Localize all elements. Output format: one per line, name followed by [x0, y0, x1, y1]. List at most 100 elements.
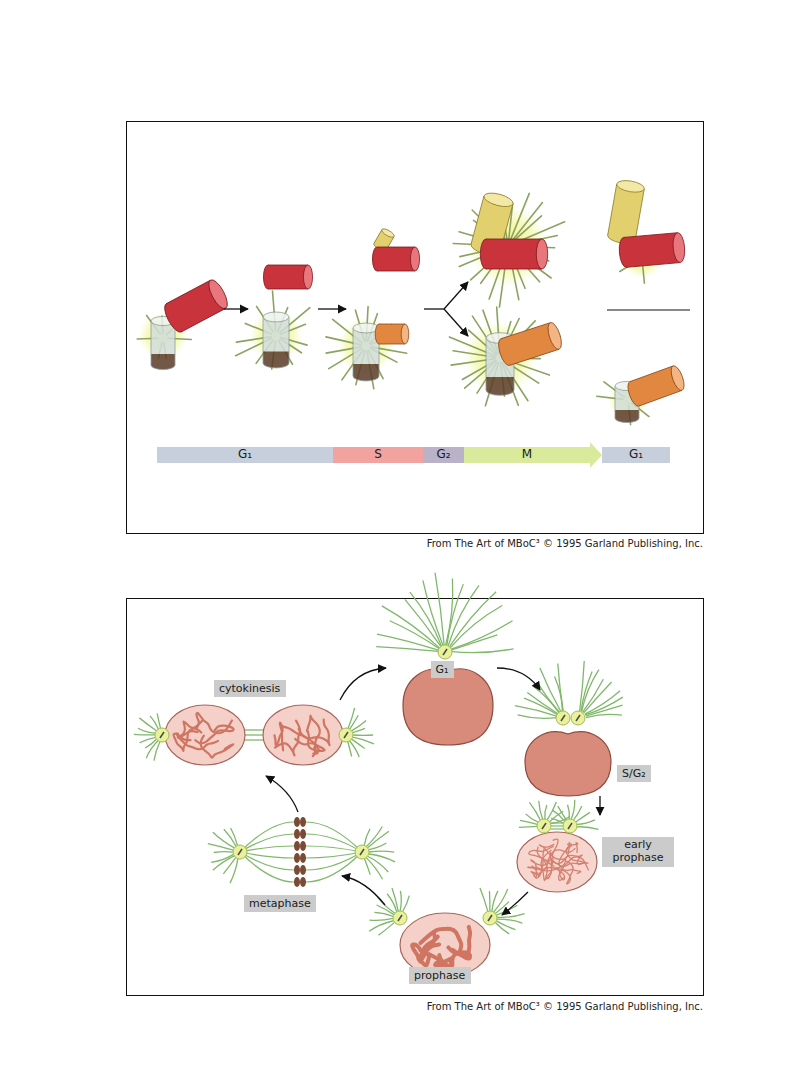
illustration-part: [536, 239, 547, 269]
illustration-part: [518, 715, 557, 719]
stage-label: early prophase: [602, 837, 674, 867]
illustration-part: [379, 344, 405, 345]
illustration-part: [545, 805, 547, 819]
stage-name: prophase: [414, 970, 465, 983]
illustration-part: [410, 592, 442, 646]
stage-name: early prophase: [607, 839, 669, 864]
illustration-part: [563, 819, 577, 833]
illustration-part: [224, 829, 236, 846]
illustration-part: [526, 814, 538, 822]
illustration-part: [630, 366, 673, 382]
illustration-part: [624, 233, 680, 268]
illustration-part: [576, 715, 580, 721]
phase-band: G₁: [157, 447, 333, 463]
illustration-part: [377, 271, 415, 272]
illustration-part: [435, 955, 451, 967]
illustration-part: [435, 573, 444, 645]
illustration-part: [608, 184, 645, 240]
microtubule: [510, 193, 529, 241]
stage-name: cytokinesis: [219, 683, 280, 696]
illustration-part: [495, 922, 509, 933]
illustration-part: [160, 732, 164, 738]
illustration-part: [672, 232, 686, 263]
centrosome: [393, 911, 407, 925]
stage-label: prophase: [409, 967, 471, 984]
illustration-part: [306, 834, 362, 852]
illustration-part: [368, 856, 389, 872]
illustration-part: [157, 713, 160, 728]
illustration-part: [306, 852, 362, 870]
chromatin: [274, 716, 329, 756]
illustration-part: [243, 734, 265, 735]
illustration-part: [489, 891, 491, 911]
illustration-part: [201, 736, 234, 758]
microtubules: [208, 828, 238, 883]
illustration-part: [307, 716, 320, 754]
illustration-part: [300, 817, 306, 827]
illustration-part: [410, 247, 419, 271]
phase-band: G₂: [423, 447, 464, 463]
illustration-part: [366, 827, 382, 847]
illustration-part: [393, 911, 407, 925]
stage-arrow: [599, 796, 600, 815]
illustration-part: [558, 806, 567, 820]
illustration-part: [568, 823, 572, 829]
cell: [263, 705, 343, 765]
illustration-part: [392, 888, 398, 911]
centriole-cycle-figure: [137, 179, 690, 425]
illustration-part: [423, 580, 443, 645]
stage-arrow: [340, 668, 386, 700]
illustration-part: [488, 915, 492, 921]
illustration-part: [486, 269, 542, 270]
illustration-part: [496, 905, 517, 915]
chromatin: [412, 927, 470, 967]
centriole: [263, 265, 312, 289]
phase-arrow-shape: [464, 447, 602, 463]
illustration-part: [576, 812, 590, 822]
illustration-part: [539, 801, 543, 819]
centrosome: [563, 819, 577, 833]
illustration-part: [166, 280, 210, 303]
microtubule-spikes: [326, 307, 407, 389]
phase-name: G₁: [238, 448, 252, 462]
illustration-part: [403, 896, 410, 912]
illustration-part: [353, 364, 379, 376]
microtubules: [376, 573, 513, 653]
illustration-part: [294, 817, 300, 827]
illustration-part: [243, 739, 265, 740]
centrosome: [438, 645, 452, 659]
illustration-part: [205, 277, 231, 311]
illustration-part: [583, 679, 604, 712]
stage-label: S/G₂: [617, 765, 651, 782]
midbody: [243, 730, 265, 740]
illustration-part: [230, 859, 238, 883]
spindle-bundle: [550, 823, 564, 829]
centrosome-cycle-figure: [134, 573, 623, 977]
phase-name: M: [522, 448, 532, 462]
centriole: [372, 247, 419, 271]
phase-name: G₁: [629, 448, 643, 462]
illustration-part: [438, 645, 452, 659]
illustration-part: [443, 649, 447, 655]
centrosome: [556, 711, 570, 725]
centrosome: [339, 728, 353, 742]
illustration-part: [268, 265, 308, 266]
microtubules: [369, 888, 409, 935]
illustration-part: [151, 321, 152, 365]
illustration-part: [615, 410, 639, 418]
illustration-part: [519, 826, 537, 828]
centrosome: [537, 819, 551, 833]
illustration-part: [303, 265, 312, 289]
centrosome: [355, 845, 369, 859]
illustration-part: [556, 711, 570, 725]
illustration-part: [275, 721, 300, 756]
illustration-part: [608, 184, 617, 235]
stage-arrow: [502, 892, 528, 915]
stage-arrow: [497, 668, 540, 690]
illustration-part: [369, 918, 393, 920]
illustration-part: [223, 858, 235, 874]
illustration-part: [369, 851, 394, 853]
illustration-part: [274, 723, 283, 751]
illustration-part: [178, 721, 202, 737]
stage-arrow: [424, 308, 444, 309]
